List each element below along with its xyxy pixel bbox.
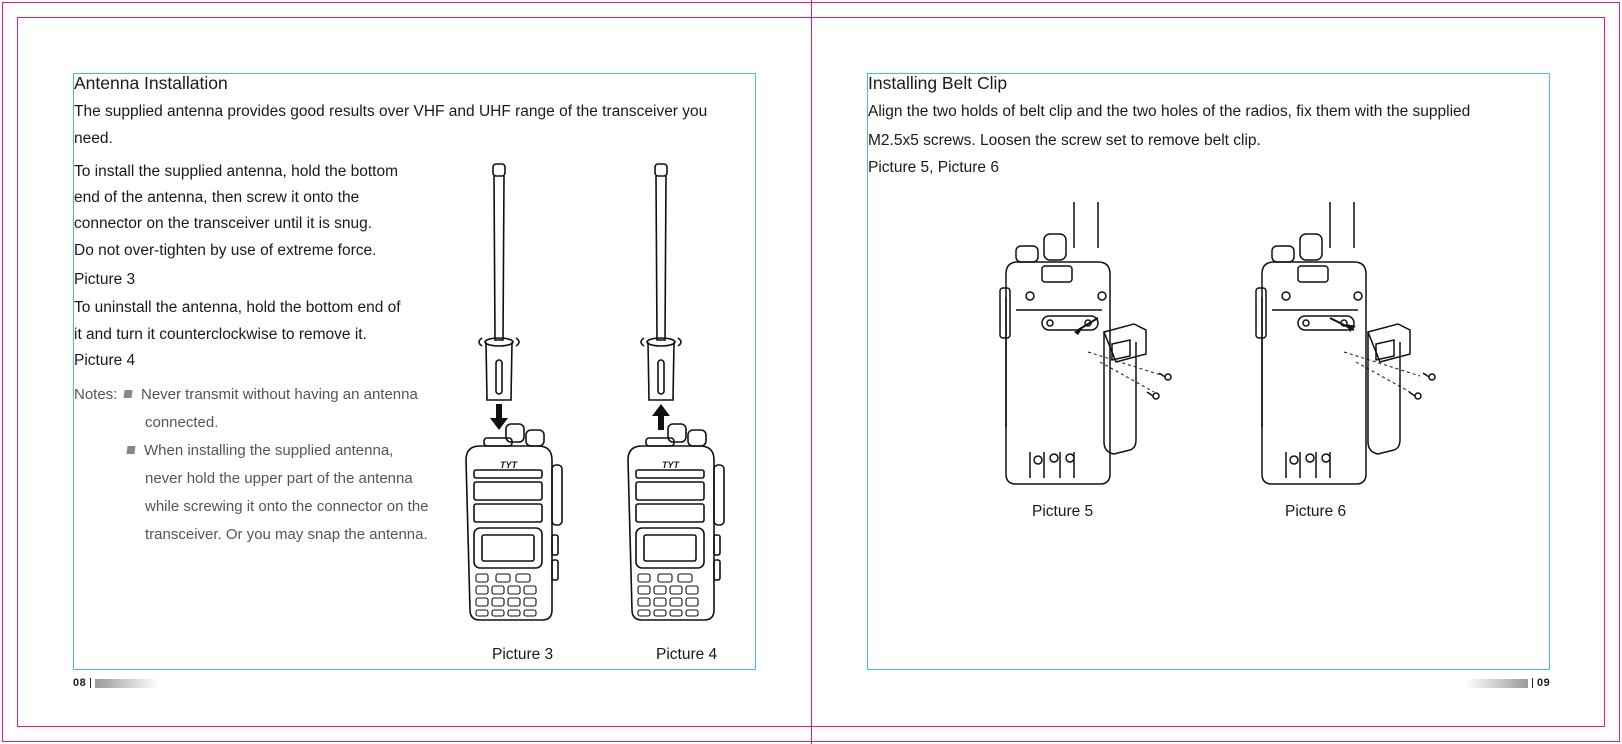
brand-logo-right: TYT [662, 460, 679, 470]
install-line-3: connector on the transceiver until it is… [74, 215, 373, 232]
install-line-1: To install the supplied antenna, hold th… [74, 163, 399, 180]
note-1-line-1: Never transmit without having an antenna [123, 381, 418, 409]
belt-clip-line-1: Align the two holds of belt clip and the… [868, 103, 1471, 120]
belt-clip-line-2: M2.5x5 screws. Loosen the screw set to r… [868, 132, 1261, 149]
bullet-icon [123, 390, 133, 398]
page-number-separator [90, 678, 91, 688]
caption-picture-4: Picture 4 [656, 646, 718, 663]
page-number-right: 09 [1537, 677, 1551, 689]
page-number-left: 08 [73, 677, 87, 689]
caption-picture-5: Picture 5 [1032, 503, 1094, 520]
page-gradient-bar-left [95, 679, 159, 688]
belt-clip-install-illustration [999, 202, 1172, 485]
install-line-2: end of the antenna, then screw it onto t… [74, 189, 360, 206]
radio-antenna-install-illustration [465, 163, 563, 621]
page-number-separator-right [1532, 678, 1533, 688]
uninstall-line-2: it and turn it counterclockwise to remov… [74, 326, 367, 343]
bullet-icon [126, 446, 136, 454]
brand-logo-left: TYT [500, 460, 517, 470]
radio-antenna-uninstall-illustration [627, 163, 725, 621]
belt-clip-remove-illustration [1255, 202, 1436, 485]
note-1-line-2: connected. [145, 414, 219, 431]
left-content-frame [73, 73, 756, 670]
right-page-title: Installing Belt Clip [868, 73, 1008, 93]
spine-line [811, 0, 812, 744]
note-2-line-2: never hold the upper part of the antenna [145, 470, 413, 487]
note-2-line-3: while screwing it onto the connector on … [145, 498, 429, 515]
notes-label: Notes: [74, 386, 118, 403]
left-page-title: Antenna Installation [74, 73, 228, 93]
page-gradient-bar-right [1466, 679, 1528, 688]
install-line-4: Do not over-tighten by use of extreme fo… [74, 242, 377, 259]
belt-clip-picture-refs: Picture 5, Picture 6 [868, 159, 999, 176]
uninstall-picture-ref: Picture 4 [74, 352, 136, 369]
caption-picture-6: Picture 6 [1285, 503, 1347, 520]
intro-line-1: The supplied antenna provides good resul… [74, 103, 708, 120]
note-2-line-4: transceiver. Or you may snap the antenna… [145, 526, 428, 543]
caption-picture-3: Picture 3 [492, 646, 554, 663]
install-picture-ref: Picture 3 [74, 271, 136, 288]
note-2-line-1: When installing the supplied antenna, [126, 437, 393, 465]
right-content-frame [867, 73, 1550, 670]
uninstall-line-1: To uninstall the antenna, hold the botto… [74, 299, 401, 316]
intro-line-2: need. [74, 130, 113, 147]
